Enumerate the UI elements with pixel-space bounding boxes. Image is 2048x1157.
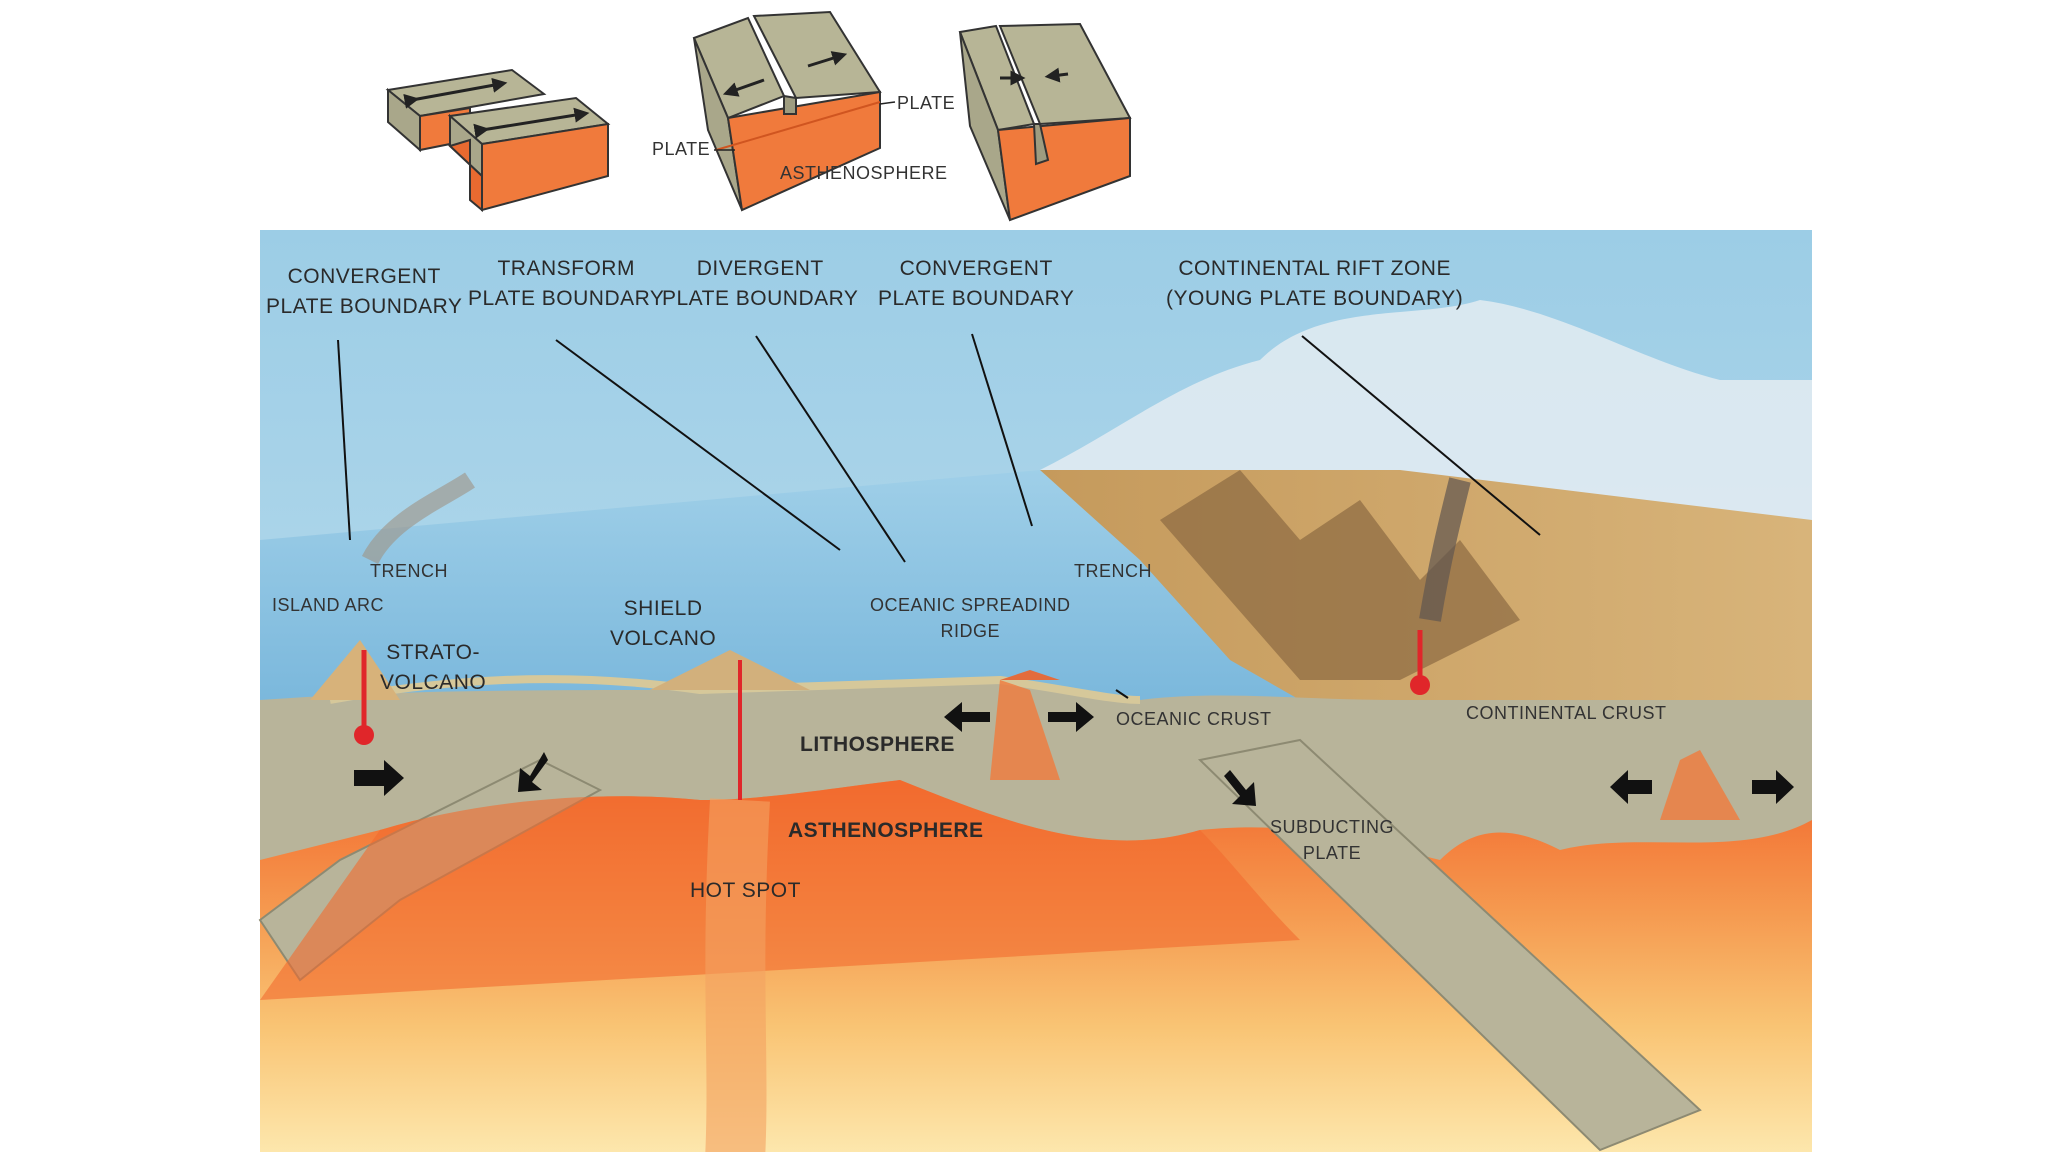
- shield-volcano-label: SHIELD VOLCANO: [610, 597, 717, 650]
- oceanic-crust-label: OCEANIC CRUST: [1116, 709, 1272, 729]
- convergent-block-diagram: [958, 22, 1132, 222]
- arrow-right-icon-1: [354, 760, 404, 796]
- spreading-ridge-label: OCEANIC SPREADIND RIDGE: [870, 595, 1071, 641]
- trench-right-label: TRENCH: [1074, 561, 1152, 581]
- hot-spot-label: HOT SPOT: [690, 879, 801, 902]
- lithosphere-label: LITHOSPHERE: [800, 733, 955, 756]
- arrow-downright-icon: [1224, 770, 1256, 806]
- transform-boundary-label: TRANSFORM PLATE BOUNDARY: [468, 257, 665, 310]
- arrow-right-icon-3: [1752, 770, 1794, 804]
- convergent-boundary-left-label: CONVERGENT PLATE BOUNDARY: [266, 265, 463, 318]
- leader-lines: [337, 333, 1541, 699]
- arrow-left-icon-2: [1610, 770, 1652, 804]
- continental-rift-label: CONTINENTAL RIFT ZONE (YOUNG PLATE BOUND…: [1166, 257, 1464, 310]
- stratovolcano-label: STRATO- VOLCANO: [380, 641, 487, 694]
- top-asthenosphere-label: ASTHENOSPHERE: [780, 163, 948, 183]
- transform-block-diagram: [385, 68, 611, 213]
- subducting-plate-label: SUBDUCTING PLATE: [1270, 817, 1395, 863]
- trench-left-label: TRENCH: [370, 561, 448, 581]
- divergent-block-diagram: [692, 10, 882, 212]
- top-plate-left-label: PLATE: [652, 139, 711, 159]
- top-plate-label: PLATE: [897, 93, 956, 113]
- arrow-right-icon-2: [1048, 702, 1094, 732]
- arrow-left-icon-1: [944, 702, 990, 732]
- continental-crust-label: CONTINENTAL CRUST: [1466, 703, 1667, 723]
- main-cross-section: [258, 230, 1812, 1157]
- asthenosphere-label: ASTHENOSPHERE: [788, 819, 984, 842]
- island-arc-label: ISLAND ARC: [272, 595, 385, 615]
- convergent-boundary-right-label: CONVERGENT PLATE BOUNDARY: [878, 257, 1075, 310]
- arrow-downleft-icon: [518, 752, 548, 792]
- divergent-boundary-label: DIVERGENT PLATE BOUNDARY: [662, 257, 859, 310]
